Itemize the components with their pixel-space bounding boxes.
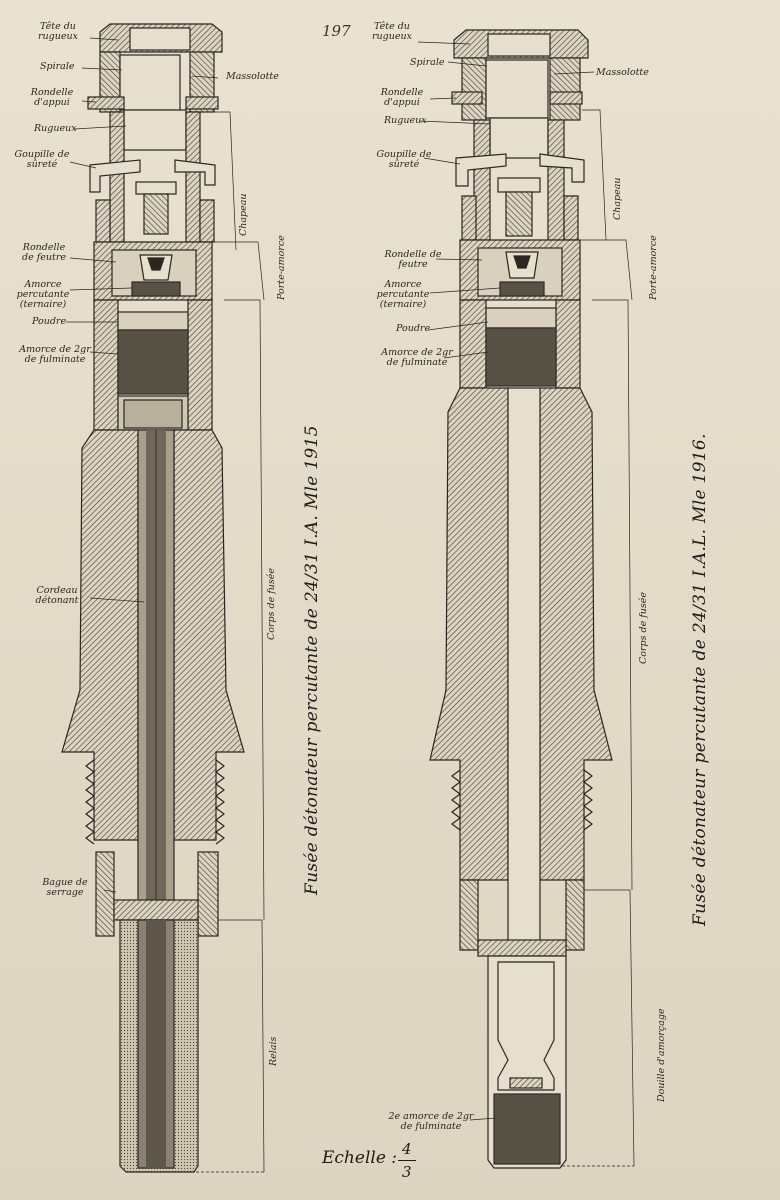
left-label-poudre: Poudre [32, 316, 67, 327]
left-fuse [61, 23, 245, 1173]
left-label-relais: Relais [268, 1036, 279, 1066]
scale-label: Echelle : [322, 1148, 398, 1168]
right-label-rondelle-feutre: Rondelle de feutre [384, 249, 442, 270]
left-figure-title: Fusée détonateur percutante de 24/31 I.A… [302, 425, 322, 895]
right-second-fulminate [493, 1093, 561, 1165]
right-label-porte-amorce: Porte-amorce [648, 235, 659, 300]
right-label-douille: Douille d'amorçage [656, 1008, 667, 1102]
scale-denominator: 3 [402, 1163, 412, 1181]
scale-fraction-bar [398, 1160, 416, 1161]
right-powder [485, 307, 557, 329]
left-label-corps: Corps de fusée [266, 568, 277, 640]
left-label-massolotte: Massolotte [226, 71, 279, 82]
right-label-rugueux: Rugueux [384, 115, 427, 126]
left-label-amorce-fulminate: Amorce de 2gr de fulminate [19, 344, 91, 365]
right-main-body [429, 387, 509, 881]
right-label-poudre: Poudre [396, 323, 431, 334]
left-label-rondelle-feutre: Rondelle de feutre [22, 242, 66, 263]
right-label-chapeau: Chapeau [612, 177, 623, 220]
right-label-spirale: Spirale [410, 57, 445, 68]
right-label-amorce-percutante: Amorce percutante (ternaire) [376, 279, 430, 310]
right-safety-pin [455, 153, 507, 187]
right-label-second-amorce: 2e amorce de 2gr de fulminate [388, 1111, 474, 1132]
right-thread-left [451, 769, 461, 831]
right-fuse [429, 29, 613, 1169]
scale-word: Echelle [322, 1148, 386, 1168]
left-bague [95, 851, 115, 937]
left-label-rondelle-appui: Rondelle d'appui [30, 87, 74, 108]
right-label-corps: Corps de fusée [638, 592, 649, 664]
left-upper-body [95, 199, 111, 243]
right-thread-right [583, 769, 593, 831]
left-label-tete: Tête du rugueux [38, 21, 78, 42]
left-powder [117, 311, 189, 331]
right-bore [507, 387, 541, 951]
right-label-amorce-fulminate: Amorce de 2gr de fulminate [381, 347, 453, 368]
right-rugueux [489, 117, 549, 159]
left-label-cordeau: Cordeau détonant [35, 585, 79, 606]
left-safety-pin [89, 159, 141, 193]
left-thread-left [85, 759, 95, 845]
left-label-spirale: Spirale [40, 61, 75, 72]
left-head-slot [129, 27, 191, 51]
right-label-massolotte: Massolotte [596, 67, 649, 78]
left-label-chapeau: Chapeau [238, 193, 249, 236]
scale-numerator: 4 [402, 1140, 412, 1158]
left-label-porte-amorce: Porte-amorce [276, 235, 287, 300]
page-number: 197 [322, 22, 351, 40]
left-main-body [61, 429, 139, 841]
left-massolotte [119, 54, 181, 111]
right-fulminate [485, 327, 557, 387]
right-label-tete: Tête du rugueux [372, 21, 412, 42]
right-label-goupille: Goupille de sûreté [376, 149, 432, 170]
leader-lines [66, 37, 635, 1173]
left-fulminate [117, 329, 189, 395]
left-rugueux [123, 109, 187, 151]
left-rondelle [87, 96, 125, 110]
left-label-bague: Bague de serrage [42, 877, 88, 898]
left-label-goupille: Goupille de sûreté [14, 149, 70, 170]
left-thread-right [215, 759, 225, 845]
left-label-rugueux: Rugueux [34, 123, 77, 134]
left-label-amorce-percutante: Amorce percutante (ternaire) [16, 279, 70, 310]
right-figure-title: Fusée détonateur percutante de 24/31 I.A… [690, 433, 710, 926]
right-massolotte [485, 59, 549, 119]
left-neck [93, 299, 119, 431]
right-label-rondelle-appui: Rondelle d'appui [380, 87, 424, 108]
